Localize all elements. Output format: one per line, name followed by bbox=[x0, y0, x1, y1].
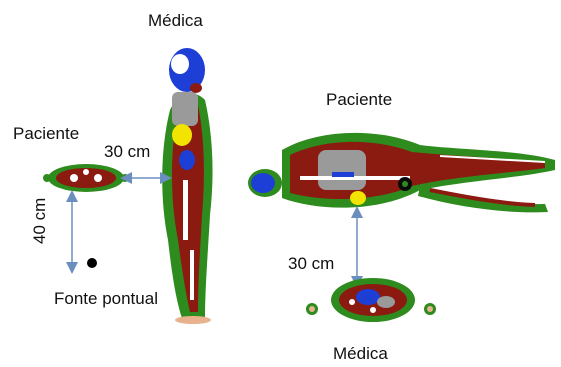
physician-cross-section-bottom bbox=[306, 278, 436, 322]
standing-physician-phantom bbox=[162, 48, 212, 324]
lying-patient-phantom bbox=[248, 133, 555, 213]
patient-cross-section-left bbox=[43, 164, 129, 192]
point-source-dot bbox=[87, 258, 97, 268]
